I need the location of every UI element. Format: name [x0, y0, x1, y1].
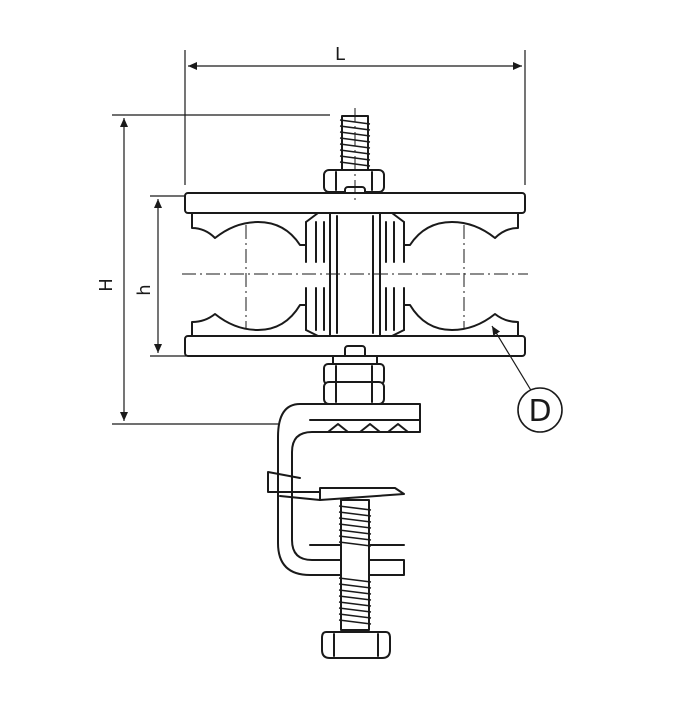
- right-jaw-upper: [391, 212, 519, 246]
- left-jaw-lower: [191, 304, 319, 337]
- callout-d: D: [491, 325, 563, 433]
- length-label: L: [335, 44, 345, 65]
- dimension-inner-height: h: [134, 195, 186, 357]
- clamp-body: [184, 192, 526, 357]
- c-clamp-frame: [267, 403, 421, 576]
- right-jaw-lower: [391, 304, 519, 337]
- lower-screw: [321, 499, 391, 659]
- dimension-height: H: [96, 114, 330, 425]
- callout-label: D: [528, 394, 551, 429]
- inner-height-label: h: [134, 284, 155, 295]
- left-jaw-upper: [191, 212, 319, 246]
- screw-head: [321, 631, 391, 659]
- center-lines: [182, 108, 528, 328]
- height-label: H: [96, 278, 117, 292]
- callout-leader: [491, 325, 533, 393]
- dimension-length: L: [184, 44, 526, 185]
- bottom-nut: [323, 345, 385, 405]
- top-plate: [184, 192, 526, 214]
- callout-circle: [517, 387, 563, 433]
